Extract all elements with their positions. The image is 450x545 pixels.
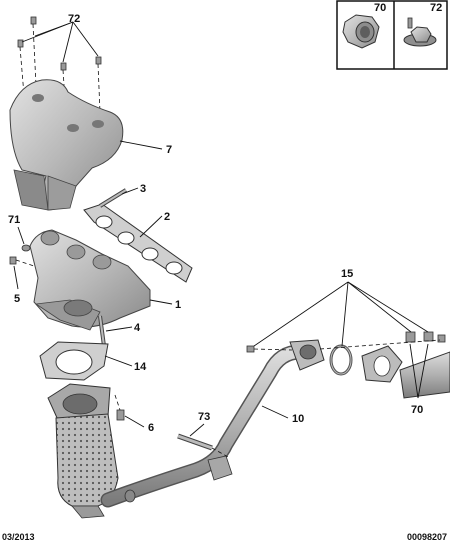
- callout-72: 72: [68, 13, 80, 25]
- nut-icon: [342, 14, 380, 49]
- callout-73: 73: [198, 411, 210, 423]
- exhaust-manifold: [29, 229, 151, 331]
- callout-5: 5: [14, 293, 20, 305]
- callout-4: 4: [134, 322, 141, 334]
- callout-14: 14: [134, 361, 147, 373]
- callout-70: 70: [411, 404, 423, 416]
- fastener-inset: 70 72: [336, 0, 448, 70]
- callout-7: 7: [166, 144, 172, 156]
- callout-2: 2: [164, 211, 170, 223]
- diagram-date: 03/2013: [2, 532, 35, 542]
- joint-parts-15: [246, 331, 450, 399]
- flanged-bolt-icon: [403, 17, 437, 47]
- callout-1: 1: [175, 299, 181, 311]
- stud-4: [98, 315, 106, 347]
- heat-shield: [9, 79, 124, 211]
- inset-label-72: 72: [430, 2, 442, 14]
- callout-10: 10: [292, 413, 304, 425]
- callout-71: 71: [8, 214, 20, 226]
- callout-3: 3: [140, 183, 146, 195]
- bolt-5: [9, 256, 35, 267]
- bolt-73: [177, 433, 231, 459]
- catalyst-gasket: [39, 341, 109, 381]
- stud-3: [98, 188, 128, 208]
- diagram-reference: 00098207: [406, 532, 447, 542]
- callout-labels: 72 7 3 2 71 5 1 4 14 6 73 10 15 70: [8, 13, 423, 434]
- leader-lines: [13, 21, 429, 437]
- front-exhaust-pipe: [100, 339, 325, 508]
- callout-15: 15: [341, 268, 353, 280]
- inset-label-70: 70: [374, 2, 386, 14]
- callout-6: 6: [148, 422, 154, 434]
- washer-71: [21, 244, 31, 252]
- nut-6: [114, 394, 125, 421]
- manifold-gasket: [83, 203, 193, 283]
- catalytic-converter: [47, 383, 119, 519]
